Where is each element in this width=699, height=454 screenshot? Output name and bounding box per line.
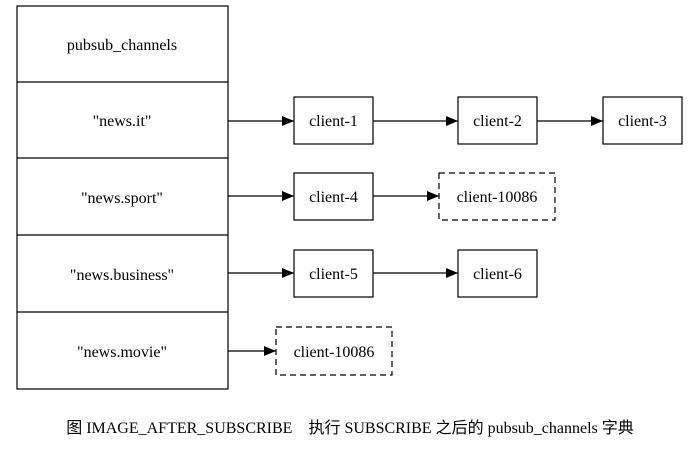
dict-key-news-sport: "news.sport" [81,190,163,207]
client-node [293,96,374,145]
client-list-news-business: client-5 client-6 [228,249,538,298]
pubsub-channels-dict: pubsub_channels "news.it" "news.sport" "… [16,5,229,390]
dict-key-news-business: "news.business" [70,267,174,284]
client-node-label: client-10086 [457,189,538,206]
client-node-label: client-5 [309,266,358,283]
client-node-label: client-10086 [294,344,375,361]
client-list-news-it: client-1 client-2 client-3 [228,96,683,145]
client-node-new [438,172,556,221]
figure-caption: 图 IMAGE_AFTER_SUBSCRIBE 执行 SUBSCRIBE 之后的… [66,419,634,437]
client-node-label: client-6 [473,266,522,283]
client-node-label: client-4 [309,189,358,206]
client-node-label: client-2 [473,113,522,130]
dict-key-news-it: "news.it" [93,113,152,130]
client-node [457,249,538,298]
dict-outline [16,5,229,390]
client-node-label: client-1 [309,113,358,130]
dict-key-news-movie: "news.movie" [77,344,167,361]
client-node-label: client-3 [618,113,667,130]
client-node [602,96,683,145]
dict-header: pubsub_channels [67,37,177,54]
client-list-news-sport: client-4 client-10086 [228,172,556,221]
client-list-news-movie: client-10086 [228,326,393,376]
client-node-new [275,326,393,376]
